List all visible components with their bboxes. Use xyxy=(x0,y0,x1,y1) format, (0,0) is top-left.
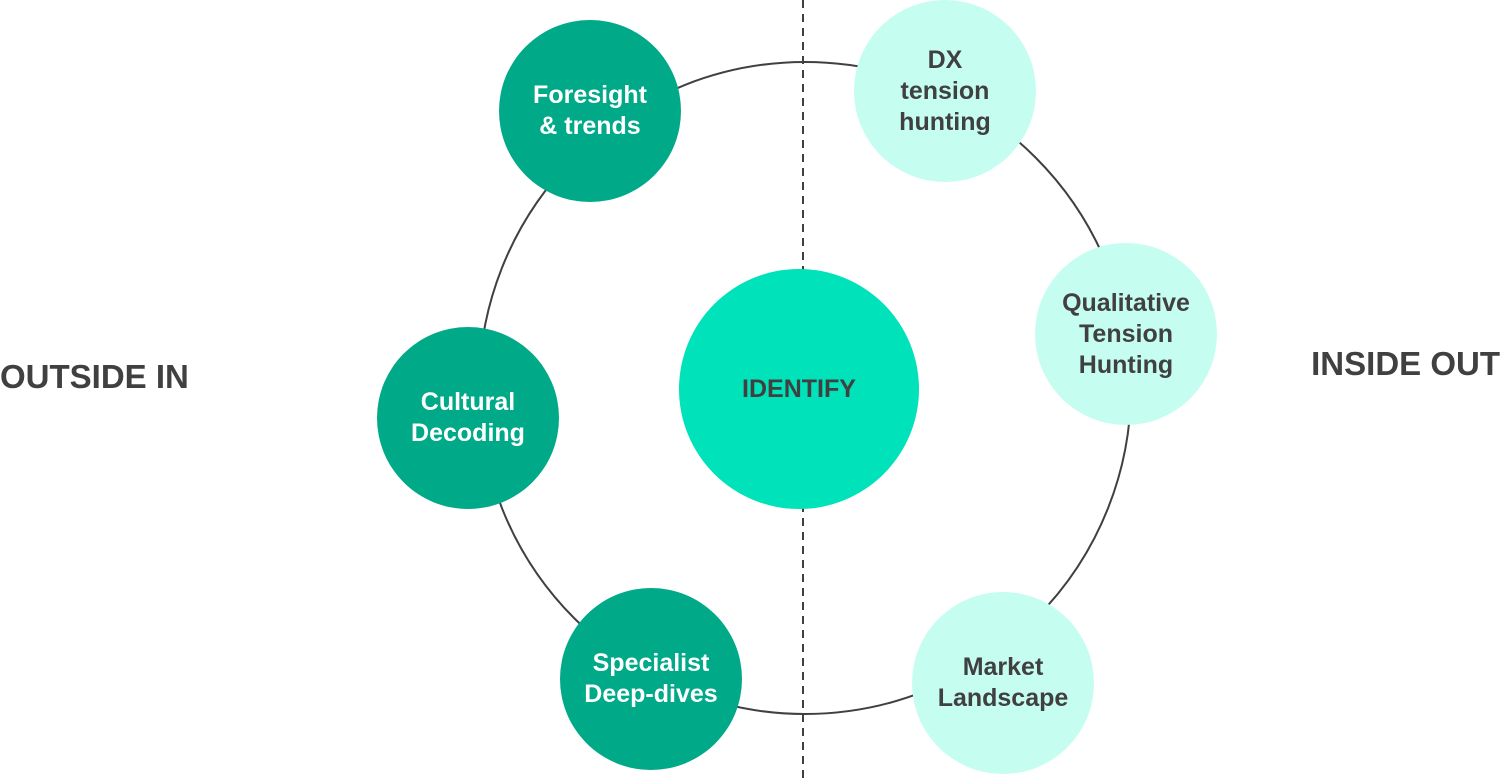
node-line: Specialist xyxy=(592,649,710,677)
node-cultural-decoding: Cultural Decoding xyxy=(377,327,559,509)
node-market-landscape: Market Landscape xyxy=(912,592,1094,774)
node-dx-tension-hunting: DX tension hunting xyxy=(854,0,1036,182)
node-line: & trends xyxy=(539,112,641,140)
outside-in-label: OUTSIDE IN xyxy=(0,358,189,395)
node-line: Cultural xyxy=(420,388,516,416)
node-line: Decoding xyxy=(411,419,525,447)
node-line: Tension xyxy=(1079,319,1173,348)
node-line: Landscape xyxy=(937,684,1069,712)
node-line: hunting xyxy=(899,107,991,136)
node-line: DX xyxy=(927,45,963,74)
node-line: Qualitative xyxy=(1062,288,1190,317)
node-line: Market xyxy=(962,653,1044,681)
identify-label: IDENTIFY xyxy=(742,374,856,403)
node-line: tension xyxy=(900,76,990,105)
node-qualitative-tension-hunting: Qualitative Tension Hunting xyxy=(1035,243,1217,425)
node-foresight-trends: Foresight & trends xyxy=(499,20,681,202)
node-line: Hunting xyxy=(1078,350,1174,379)
inside-out-label: INSIDE OUT xyxy=(1311,345,1500,382)
node-line: Deep-dives xyxy=(584,680,718,708)
node-line: Foresight xyxy=(533,81,647,109)
identify-node: IDENTIFY xyxy=(679,269,919,509)
node-specialist-deep-dives: Specialist Deep-dives xyxy=(560,588,742,770)
